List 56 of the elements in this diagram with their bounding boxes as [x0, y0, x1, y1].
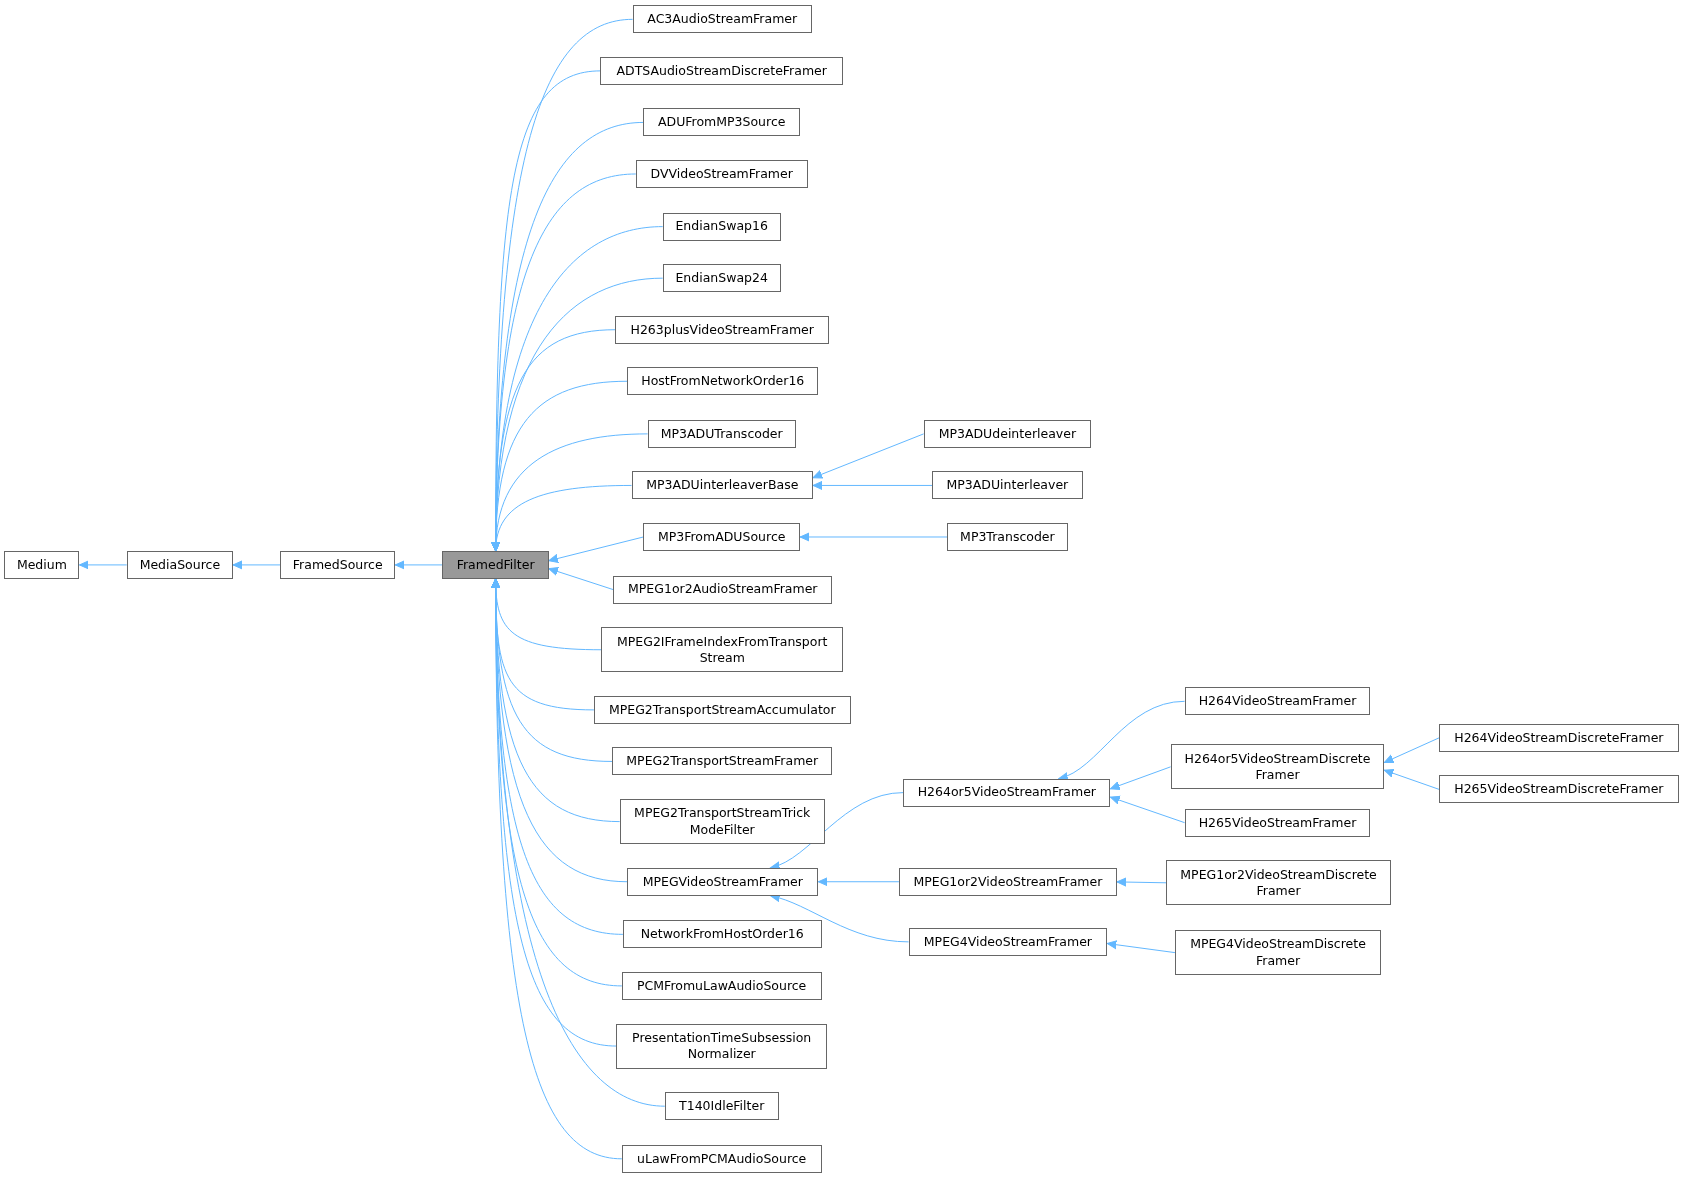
inheritance-arrow	[1383, 737, 1440, 763]
inheritance-arrow	[1110, 766, 1172, 790]
class-box: FramedSource	[280, 550, 396, 579]
inheritance-arrow	[78, 560, 128, 570]
inheritance-arrow	[770, 792, 904, 870]
class-box: PCMFromuLawAudioSource	[621, 971, 822, 1000]
class-box: ADTSAudioStreamDiscreteFramer	[600, 56, 844, 85]
inheritance-arrow	[394, 560, 443, 570]
inheritance-arrow	[799, 532, 948, 542]
class-box: HostFromNetworkOrder16	[627, 367, 819, 396]
class-box: PresentationTimeSubsession Normalizer	[616, 1023, 827, 1069]
class-box: MP3ADUTranscoder	[647, 419, 796, 448]
class-box: MP3ADUinterleaverBase	[631, 471, 813, 500]
class-box: FramedFilter	[442, 550, 549, 579]
class-box: MPEG2TransportStreamFramer	[612, 747, 833, 776]
class-box: MPEG4VideoStreamDiscrete Framer	[1174, 930, 1382, 976]
inheritance-arrow	[817, 877, 900, 887]
class-box: MPEG4VideoStreamFramer	[908, 927, 1108, 956]
class-box: Medium	[4, 550, 80, 579]
class-box: MPEG2IFrameIndexFromTransport Stream	[601, 627, 844, 673]
class-box: AC3AudioStreamFramer	[632, 5, 812, 34]
class-box: EndianSwap24	[662, 264, 781, 293]
class-box: H265VideoStreamDiscreteFramer	[1439, 775, 1679, 804]
class-box: H263plusVideoStreamFramer	[615, 315, 830, 344]
class-box: ADUFromMP3Source	[643, 108, 801, 137]
class-box: MP3FromADUSource	[643, 523, 801, 551]
inheritance-arrow	[1110, 795, 1186, 824]
inheritance-arrow	[1383, 768, 1440, 790]
class-box: MPEG1or2VideoStreamFramer	[898, 867, 1117, 896]
class-box: EndianSwap16	[662, 212, 781, 241]
inheritance-arrow	[812, 480, 933, 490]
class-box: MPEG2TransportStreamTrick ModeFilter	[619, 799, 825, 845]
class-box: MPEG2TransportStreamAccumulator	[593, 695, 851, 724]
inheritance-arrow	[548, 536, 644, 563]
class-box: DVVideoStreamFramer	[635, 160, 808, 188]
class-box: T140IdleFilter	[664, 1092, 779, 1121]
class-box: H264VideoStreamFramer	[1184, 687, 1371, 716]
class-box: H264or5VideoStreamDiscrete Framer	[1170, 744, 1385, 790]
inheritance-arrow	[1058, 700, 1186, 781]
class-box: MP3ADUinterleaver	[932, 471, 1083, 500]
class-box: MPEG1or2VideoStreamDiscrete Framer	[1166, 860, 1391, 906]
class-box: uLawFromPCMAudioSource	[621, 1144, 822, 1173]
inheritance-arrow	[548, 567, 614, 591]
class-box: MPEGVideoStreamFramer	[627, 867, 819, 896]
class-box: MP3ADUdeinterleaver	[923, 419, 1092, 448]
class-box: H264or5VideoStreamFramer	[903, 778, 1111, 807]
class-box: MP3Transcoder	[947, 523, 1068, 551]
inheritance-arrow	[812, 433, 925, 479]
inheritance-arrow	[232, 560, 281, 570]
class-box: MediaSource	[126, 550, 234, 579]
class-box: MPEG1or2AudioStreamFramer	[613, 575, 833, 604]
class-box: H265VideoStreamFramer	[1184, 808, 1371, 837]
inheritance-arrow	[1106, 940, 1176, 954]
class-box: H264VideoStreamDiscreteFramer	[1439, 723, 1679, 752]
class-box: NetworkFromHostOrder16	[622, 920, 822, 949]
inheritance-arrow	[1116, 877, 1167, 887]
